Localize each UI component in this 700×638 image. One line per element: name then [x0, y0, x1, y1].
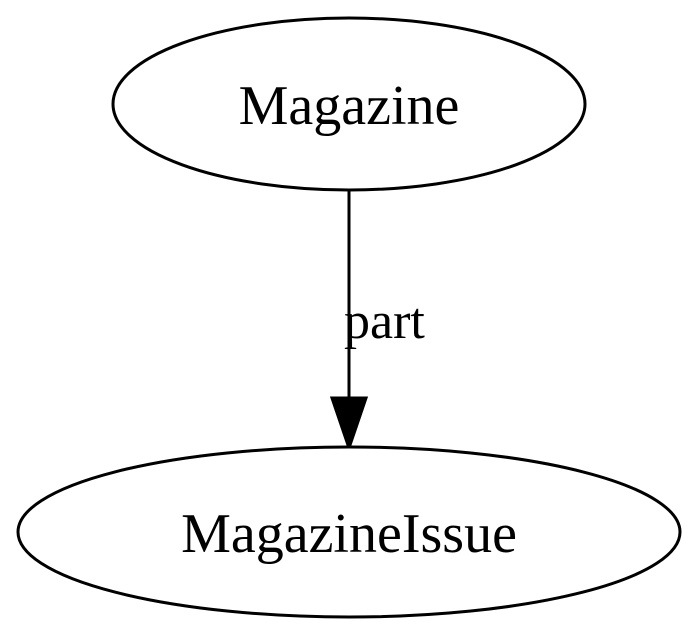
- arrowhead-icon: [329, 396, 369, 453]
- node-magazine-issue: MagazineIssue: [16, 445, 682, 619]
- node-magazine-issue-shape: [16, 445, 682, 619]
- edge-magazine-to-magazine-issue: part: [329, 190, 425, 453]
- node-magazine-label: Magazine: [239, 75, 460, 137]
- edge-label: part: [344, 293, 425, 350]
- node-magazine: Magazine: [111, 16, 587, 192]
- node-magazine-issue-label: MagazineIssue: [181, 503, 517, 565]
